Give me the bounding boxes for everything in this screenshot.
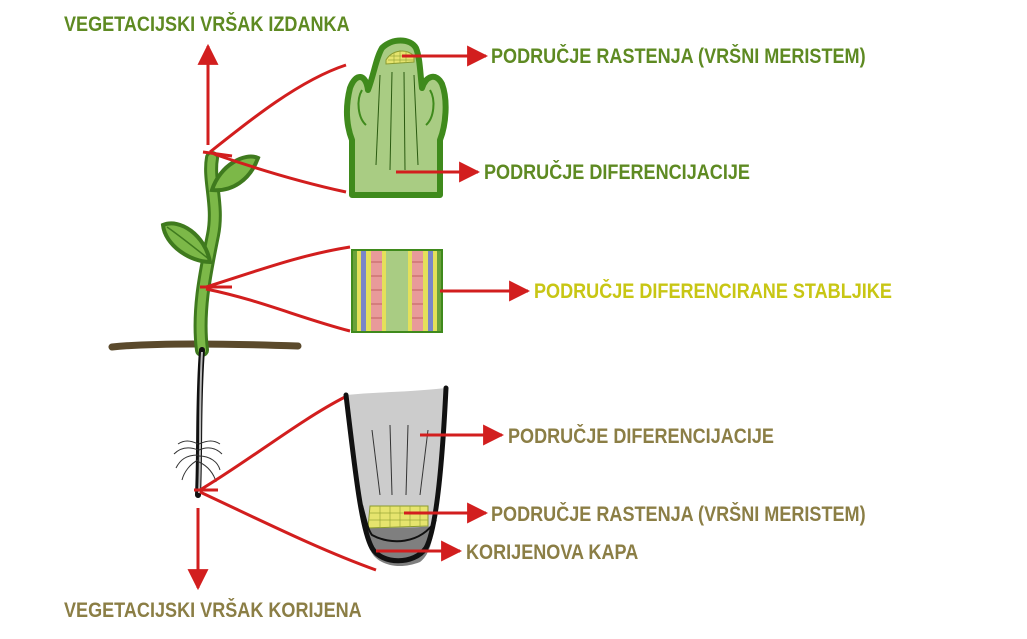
root-differentiation-zone-label: PODRUČJE DIFERENCIJACIJE	[508, 425, 774, 448]
shoot-growth-zone-label: PODRUČJE RASTENJA (VRŠNI MERISTEM)	[491, 45, 866, 68]
zoom-lines	[194, 63, 377, 572]
root-apex-section-icon	[343, 385, 449, 567]
root-apex-label: VEGETACIJSKI VRŠAK KORIJENA	[64, 599, 362, 622]
differentiated-stem-zone-label: PODRUČJE DIFERENCIRANE STABLJIKE	[534, 280, 892, 303]
plant-seedling-icon	[108, 151, 302, 498]
root-hairs	[173, 440, 223, 483]
root-meristem	[367, 505, 429, 529]
root-growth-zone-label: PODRUČJE RASTENJA (VRŠNI MERISTEM)	[491, 503, 866, 526]
stem-section-icon	[351, 249, 443, 333]
shoot-differentiation-zone-label: PODRUČJE DIFERENCIJACIJE	[484, 161, 750, 184]
shoot-apex-section-icon	[343, 37, 449, 198]
shoot-tissue	[343, 37, 449, 198]
shoot-apex-label: VEGETACIJSKI VRŠAK IZDANKA	[64, 13, 350, 36]
root-cap-label: KORIJENOVA KAPA	[466, 541, 639, 564]
